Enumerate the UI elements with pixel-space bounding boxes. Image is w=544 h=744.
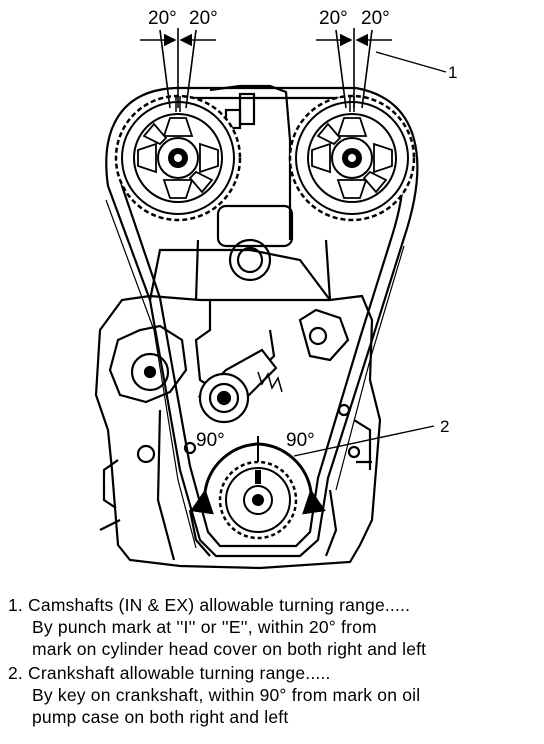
legend-captions: 1. Camshafts (IN & EX) allowable turning… — [0, 588, 544, 744]
exhaust-cam-range-marks — [316, 28, 392, 109]
crank-right-angle-label: 90° — [286, 430, 315, 451]
exhaust-right-angle-label: 20° — [361, 8, 390, 29]
caption-item2-line3: pump case on both right and left — [32, 707, 289, 727]
crank-left-angle-label: 90° — [196, 430, 225, 451]
exhaust-left-angle-label: 20° — [319, 8, 348, 29]
callout-2: 2 — [440, 417, 449, 436]
caption-item1-line3: mark on cylinder head cover on both righ… — [32, 639, 427, 659]
caption-item1-line1: 1. Camshafts (IN & EX) allowable turning… — [8, 595, 411, 615]
intake-camshaft-pulley — [114, 94, 242, 222]
callout-1: 1 — [448, 63, 457, 82]
caption-item2-line2: By key on crankshaft, within 90° from ma… — [32, 685, 421, 705]
callout-leaders — [293, 51, 447, 457]
belt-tensioner — [197, 348, 283, 424]
intake-cam-range-marks — [140, 28, 216, 109]
crankshaft-range-arc — [190, 436, 326, 515]
crankshaft-pulley — [218, 460, 298, 540]
intake-left-angle-label: 20° — [148, 8, 177, 29]
caption-item1-line2: By punch mark at ''I'' or ''E'', within … — [32, 617, 377, 637]
timing-belt-diagram: 20° 20° 20° 20° 90° 90° 1 2 — [94, 8, 457, 570]
caption-item2-line1: 2. Crankshaft allowable turning range...… — [8, 663, 331, 683]
intake-right-angle-label: 20° — [189, 8, 218, 29]
exhaust-camshaft-pulley — [288, 94, 416, 222]
